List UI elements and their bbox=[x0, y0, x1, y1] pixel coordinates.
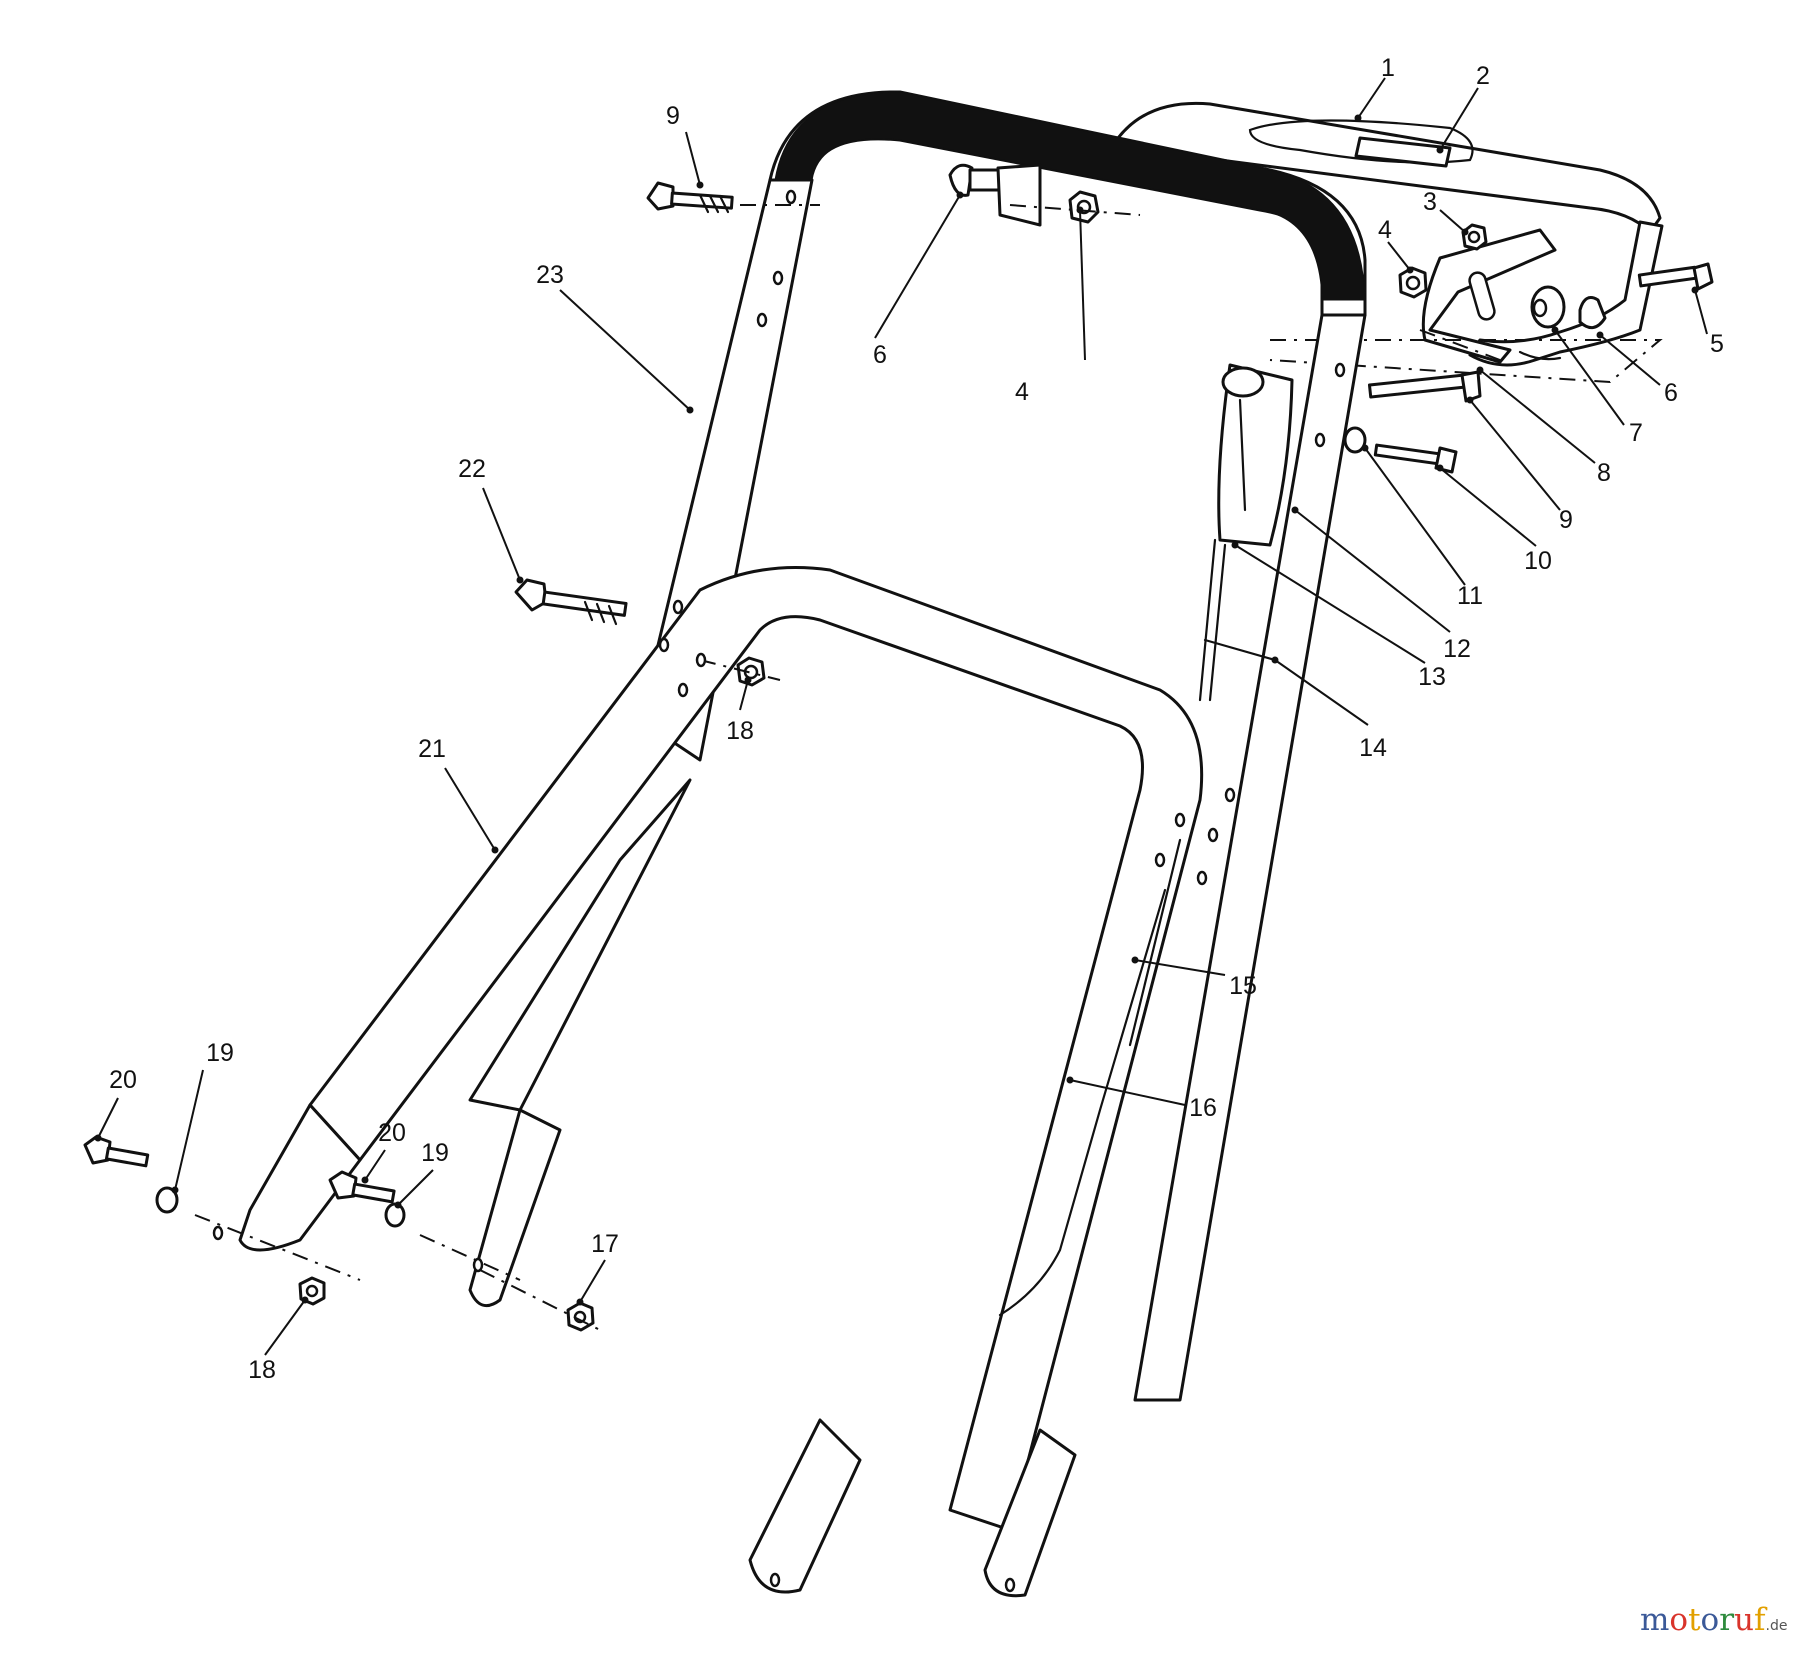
watermark-letter: o bbox=[1669, 1602, 1688, 1638]
callout-labels: 1 2 3 4 4 5 6 6 7 8 9 9 10 11 12 13 14 1… bbox=[109, 54, 1724, 1384]
knob-part bbox=[948, 163, 1042, 227]
callout-23: 23 bbox=[536, 261, 564, 289]
control-box-part bbox=[1198, 363, 1294, 702]
watermark-letter: m bbox=[1640, 1602, 1669, 1638]
bolt-part bbox=[328, 1170, 396, 1204]
callout-14: 14 bbox=[1359, 734, 1387, 762]
washer-part bbox=[155, 1186, 179, 1214]
cables-part bbox=[998, 838, 1182, 1317]
callout-leaders bbox=[97, 77, 1708, 1356]
watermark-letter: u bbox=[1734, 1602, 1754, 1638]
washer-part bbox=[1343, 426, 1367, 454]
callout-7: 7 bbox=[1629, 419, 1643, 447]
callout-16: 16 bbox=[1189, 1094, 1217, 1122]
callout-19: 19 bbox=[206, 1039, 234, 1067]
spacer-part bbox=[1530, 285, 1566, 329]
callout-18: 18 bbox=[248, 1356, 276, 1384]
callout-dots bbox=[94, 114, 1699, 1306]
callout-12: 12 bbox=[1443, 635, 1471, 663]
callout-1: 1 bbox=[1381, 54, 1395, 82]
watermark-letter: t bbox=[1688, 1602, 1701, 1638]
nut-part bbox=[1068, 190, 1100, 224]
fasteners bbox=[83, 163, 1714, 1332]
nut-part bbox=[1398, 266, 1428, 299]
upper-handle-part bbox=[638, 90, 1367, 1402]
callout-13: 13 bbox=[1418, 663, 1446, 691]
bolt-part bbox=[1373, 443, 1458, 474]
callout-10: 10 bbox=[1524, 547, 1552, 575]
callout-6: 6 bbox=[873, 341, 887, 369]
watermark-suffix: .de bbox=[1766, 1618, 1788, 1634]
assembly-lines bbox=[194, 204, 1141, 1331]
callout-17: 17 bbox=[591, 1230, 619, 1258]
lower-handle-part bbox=[238, 566, 1204, 1598]
callout-4: 4 bbox=[1378, 216, 1392, 244]
watermark-letter: r bbox=[1719, 1602, 1734, 1638]
callout-9: 9 bbox=[666, 102, 680, 130]
callout-9: 9 bbox=[1559, 506, 1573, 534]
bolt-part bbox=[514, 578, 628, 626]
callout-18: 18 bbox=[726, 717, 754, 745]
knob-part bbox=[1578, 296, 1607, 330]
bolt-part bbox=[1637, 262, 1714, 291]
bolt-part bbox=[83, 1135, 150, 1168]
callout-2: 2 bbox=[1476, 62, 1490, 90]
callout-20: 20 bbox=[378, 1119, 406, 1147]
callout-3: 3 bbox=[1423, 188, 1437, 216]
nut-part bbox=[1461, 223, 1488, 251]
washer-part bbox=[384, 1202, 406, 1228]
callout-22: 22 bbox=[458, 455, 486, 483]
tube-holes bbox=[212, 189, 1346, 1593]
watermark-letter: o bbox=[1701, 1602, 1720, 1638]
callout-6: 6 bbox=[1664, 379, 1678, 407]
callout-11: 11 bbox=[1457, 582, 1483, 610]
bolt-part bbox=[1367, 370, 1482, 403]
callout-20: 20 bbox=[109, 1066, 137, 1094]
callout-5: 5 bbox=[1710, 330, 1724, 358]
motoruf-watermark: motoruf.de bbox=[1640, 1602, 1787, 1638]
bolt-part bbox=[646, 181, 734, 214]
callout-8: 8 bbox=[1597, 459, 1611, 487]
nut-part bbox=[566, 1301, 595, 1332]
callout-15: 15 bbox=[1229, 972, 1257, 1000]
handle-label-part bbox=[1354, 136, 1452, 168]
bracket-part bbox=[1421, 228, 1557, 364]
callout-19: 19 bbox=[421, 1139, 449, 1167]
callout-21: 21 bbox=[418, 735, 446, 763]
watermark-letter: f bbox=[1754, 1602, 1768, 1638]
cable-tie-part bbox=[1203, 638, 1277, 662]
callout-4: 4 bbox=[1015, 378, 1029, 406]
